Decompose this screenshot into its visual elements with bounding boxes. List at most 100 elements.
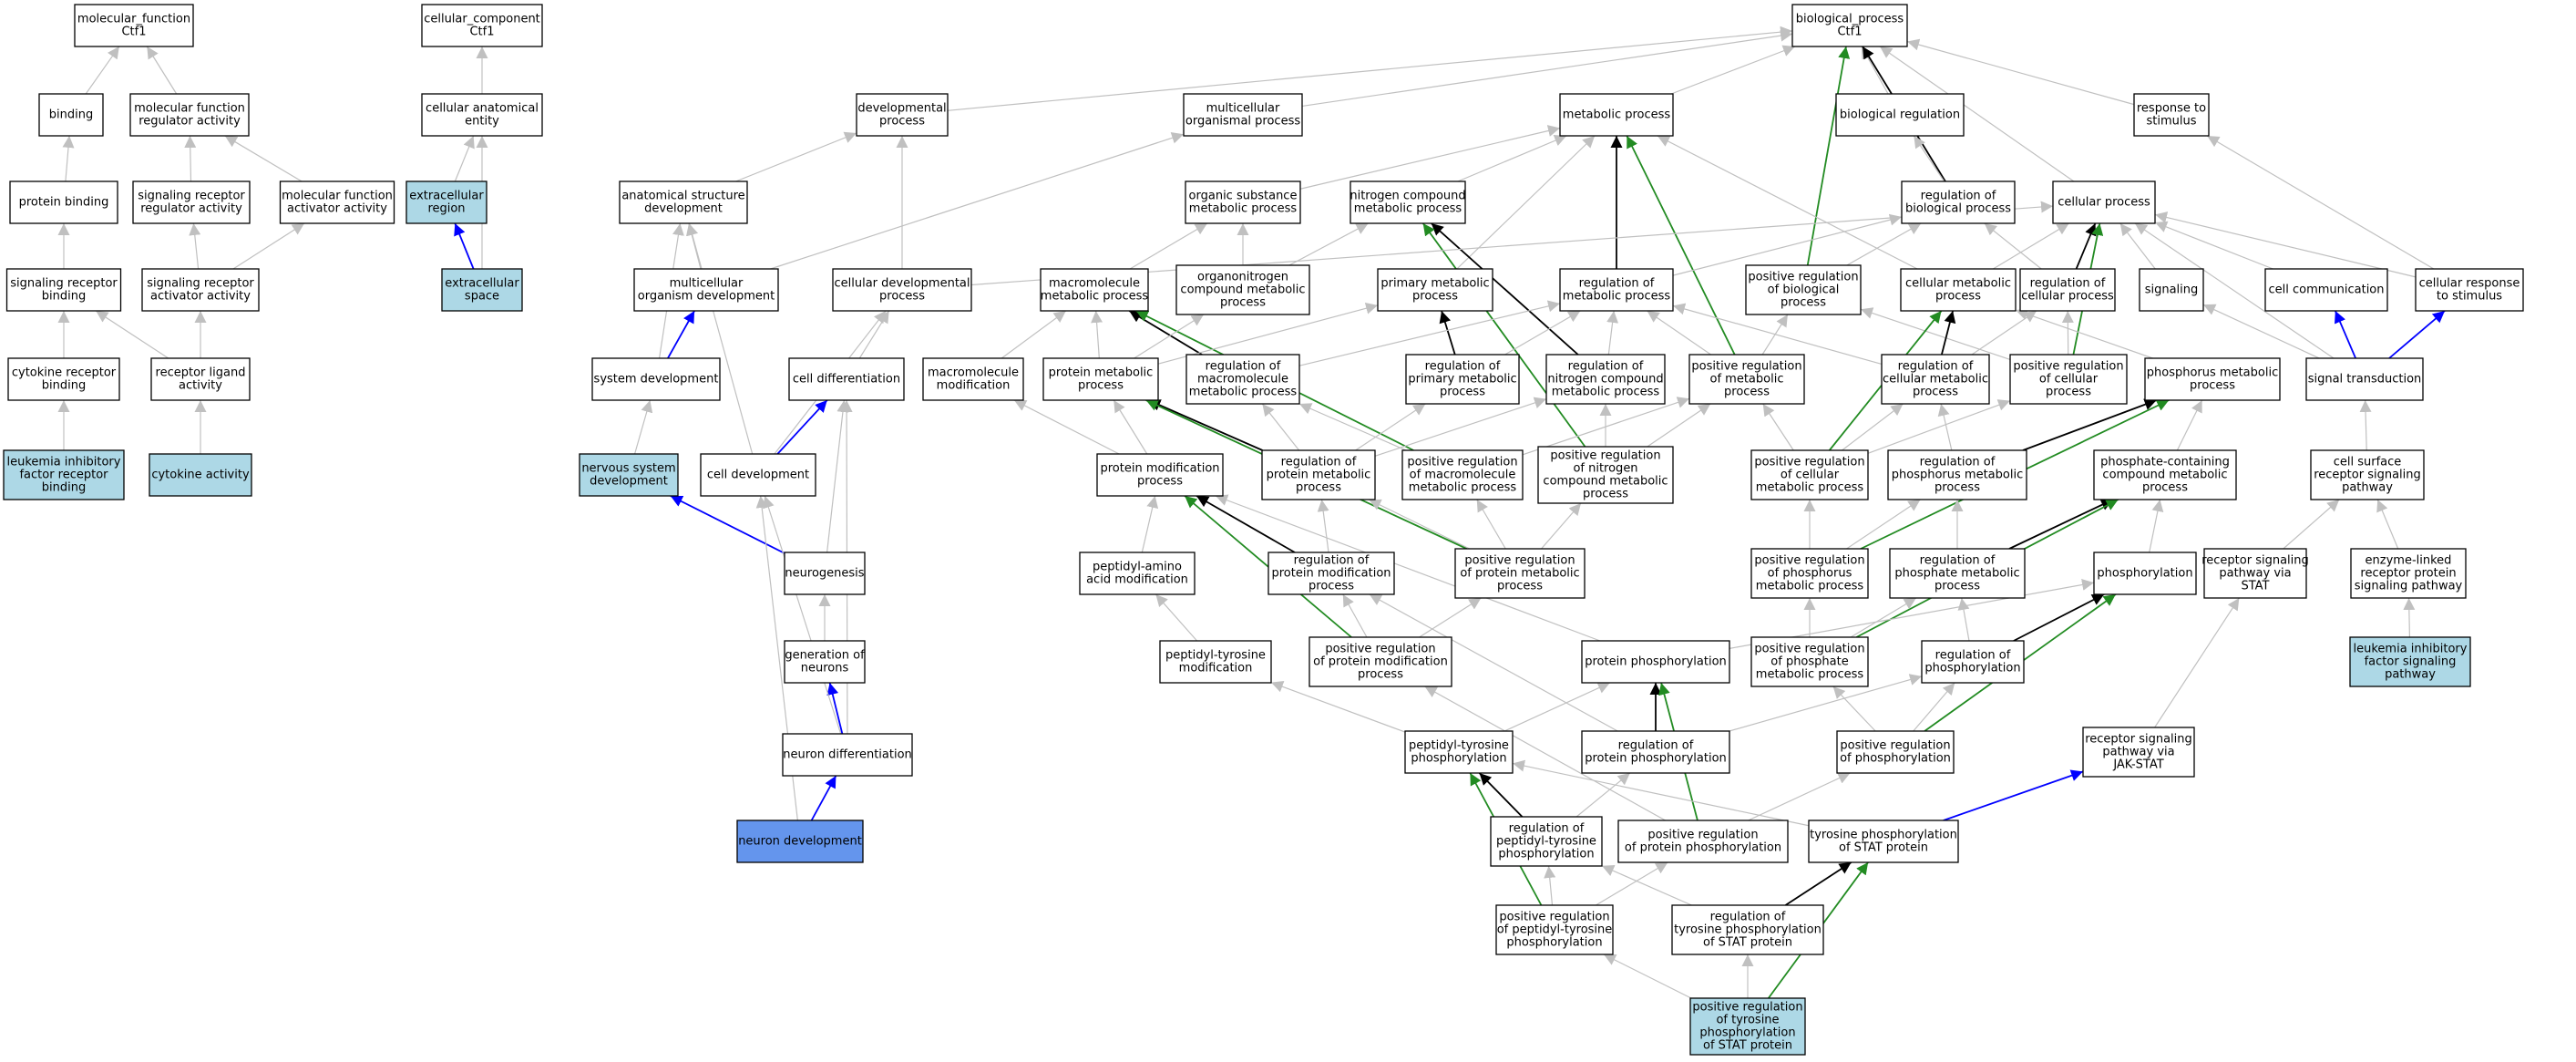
- node-box: [700, 453, 816, 497]
- edge-is-a-prphos-to-rphos: [1913, 682, 1955, 732]
- node-label-line: peptidyl-tyrosine: [1165, 649, 1266, 663]
- node-label-line: of protein phosphorylation: [1625, 841, 1781, 855]
- go-term-node-bioreg: biological regulation: [1835, 93, 1965, 137]
- node-label-line: protein modification: [1100, 462, 1219, 476]
- node-label-line: molecular function: [134, 102, 245, 116]
- edge-is-a-prbp-to-rbp: [1846, 222, 1922, 266]
- node-box: [1671, 904, 1824, 955]
- node-label-line: organic substance: [1189, 190, 1298, 203]
- node-label-line: phosphorylation: [1699, 1026, 1795, 1040]
- node-label-line: Ctf1: [1837, 26, 1862, 39]
- node-label-line: modification: [937, 379, 1011, 393]
- edge-is-a-rpphos-to-rphos: [1729, 674, 1923, 732]
- node-label-line: compound metabolic: [1543, 475, 1668, 489]
- node-label-line: developmental: [857, 102, 946, 116]
- edge-is-a-ptm-to-paam: [1155, 593, 1198, 642]
- edge-is-a-sraa-to-srra: [189, 222, 201, 270]
- node-label-line: metabolic process: [1354, 202, 1462, 216]
- node-label-line: process: [1781, 296, 1826, 310]
- node-label-line: macromolecule: [1197, 373, 1288, 387]
- node-box: [1836, 730, 1955, 774]
- node-label-line: extracellular: [409, 190, 484, 203]
- node-box: [38, 93, 104, 137]
- node-label-line: regulation of: [1898, 360, 1974, 374]
- node-box: [1454, 548, 1586, 599]
- go-term-node-celldev: cell development: [700, 453, 816, 497]
- node-label-line: of STAT protein: [1703, 1039, 1792, 1053]
- edge-is-a-rphmp-to-rcmp: [1937, 403, 1953, 451]
- node-label-line: extracellular: [445, 277, 519, 291]
- node-label-line: positive regulation: [1464, 554, 1575, 568]
- node-label-line: receptor signaling: [2201, 554, 2309, 568]
- node-box: [1889, 548, 2026, 599]
- node-label-line: signaling pathway: [2355, 580, 2463, 593]
- edge-is-a-rcmp-to-rmp: [1672, 303, 1883, 366]
- node-label-line: STAT: [2241, 580, 2269, 593]
- edge-part-of-neudiff-to-genneu: [826, 682, 844, 735]
- node-label-line: process: [879, 290, 925, 304]
- node-label-line: cellular developmental: [835, 277, 970, 291]
- node-box: [1688, 354, 1805, 405]
- node-box: [1689, 997, 1806, 1056]
- edge-part-of-ecs-to-ecr: [454, 222, 475, 270]
- node-label-line: regulation of: [1281, 456, 1357, 469]
- node-label-line: macromolecule: [1049, 277, 1140, 291]
- node-label-line: tyrosine phosphorylation: [1674, 923, 1822, 937]
- node-label-line: phosphorylation: [2097, 567, 2192, 581]
- node-box: [2264, 268, 2388, 312]
- node-box: [1185, 354, 1300, 405]
- node-label-line: development: [644, 202, 723, 216]
- node-box: [1900, 268, 2017, 312]
- edge-part-of-neudev-to-neudiff: [810, 775, 837, 821]
- edge-is-a-bioreg-to-bp: [1861, 46, 1889, 95]
- node-box: [2133, 93, 2210, 137]
- edge-is-a-rmmp-to-rmp: [1298, 300, 1561, 366]
- node-box: [9, 180, 118, 224]
- node-box: [1901, 180, 2016, 224]
- node-label-line: Ctf1: [121, 26, 146, 39]
- node-label-line: organonitrogen: [1197, 271, 1288, 284]
- node-label-line: process: [1412, 290, 1458, 304]
- edge-is-a-rprmp-to-rpmp: [1355, 403, 1426, 451]
- edge-part-of-celldev-to-celldiff: [776, 399, 828, 455]
- node-box: [2203, 548, 2307, 599]
- edge-is-a-crts-to-rts: [2206, 135, 2435, 270]
- node-label-line: Ctf1: [469, 26, 494, 39]
- edge-is-a-prpmp-to-rprmp: [1368, 499, 1471, 550]
- node-box: [2349, 636, 2471, 687]
- edge-is-a-rtpstat-to-rptp: [1601, 865, 1692, 906]
- node-box: [1887, 449, 2027, 500]
- edge-is-a-prpm-to-rpmod: [1342, 593, 1368, 638]
- node-label-line: process: [2190, 379, 2235, 393]
- node-label-line: protein binding: [19, 196, 109, 210]
- node-label-line: metabolic process: [1756, 668, 1864, 682]
- node-box: [150, 357, 251, 401]
- edge-is-a-cellp-to-bp: [1879, 46, 2075, 182]
- node-box: [2052, 180, 2156, 224]
- node-label-line: protein phosphorylation: [1585, 752, 1727, 766]
- node-label-line: primary metabolic: [1380, 277, 1489, 291]
- node-label-line: binding: [49, 108, 93, 122]
- go-term-node-cellp: cellular process: [2052, 180, 2156, 224]
- node-box: [1267, 552, 1395, 595]
- edge-is-a-prpphos-to-prphos: [1748, 772, 1851, 821]
- node-box: [1791, 4, 1908, 47]
- node-label-line: cellular anatomical: [426, 102, 539, 116]
- node-label-line: macromolecule: [928, 366, 1019, 380]
